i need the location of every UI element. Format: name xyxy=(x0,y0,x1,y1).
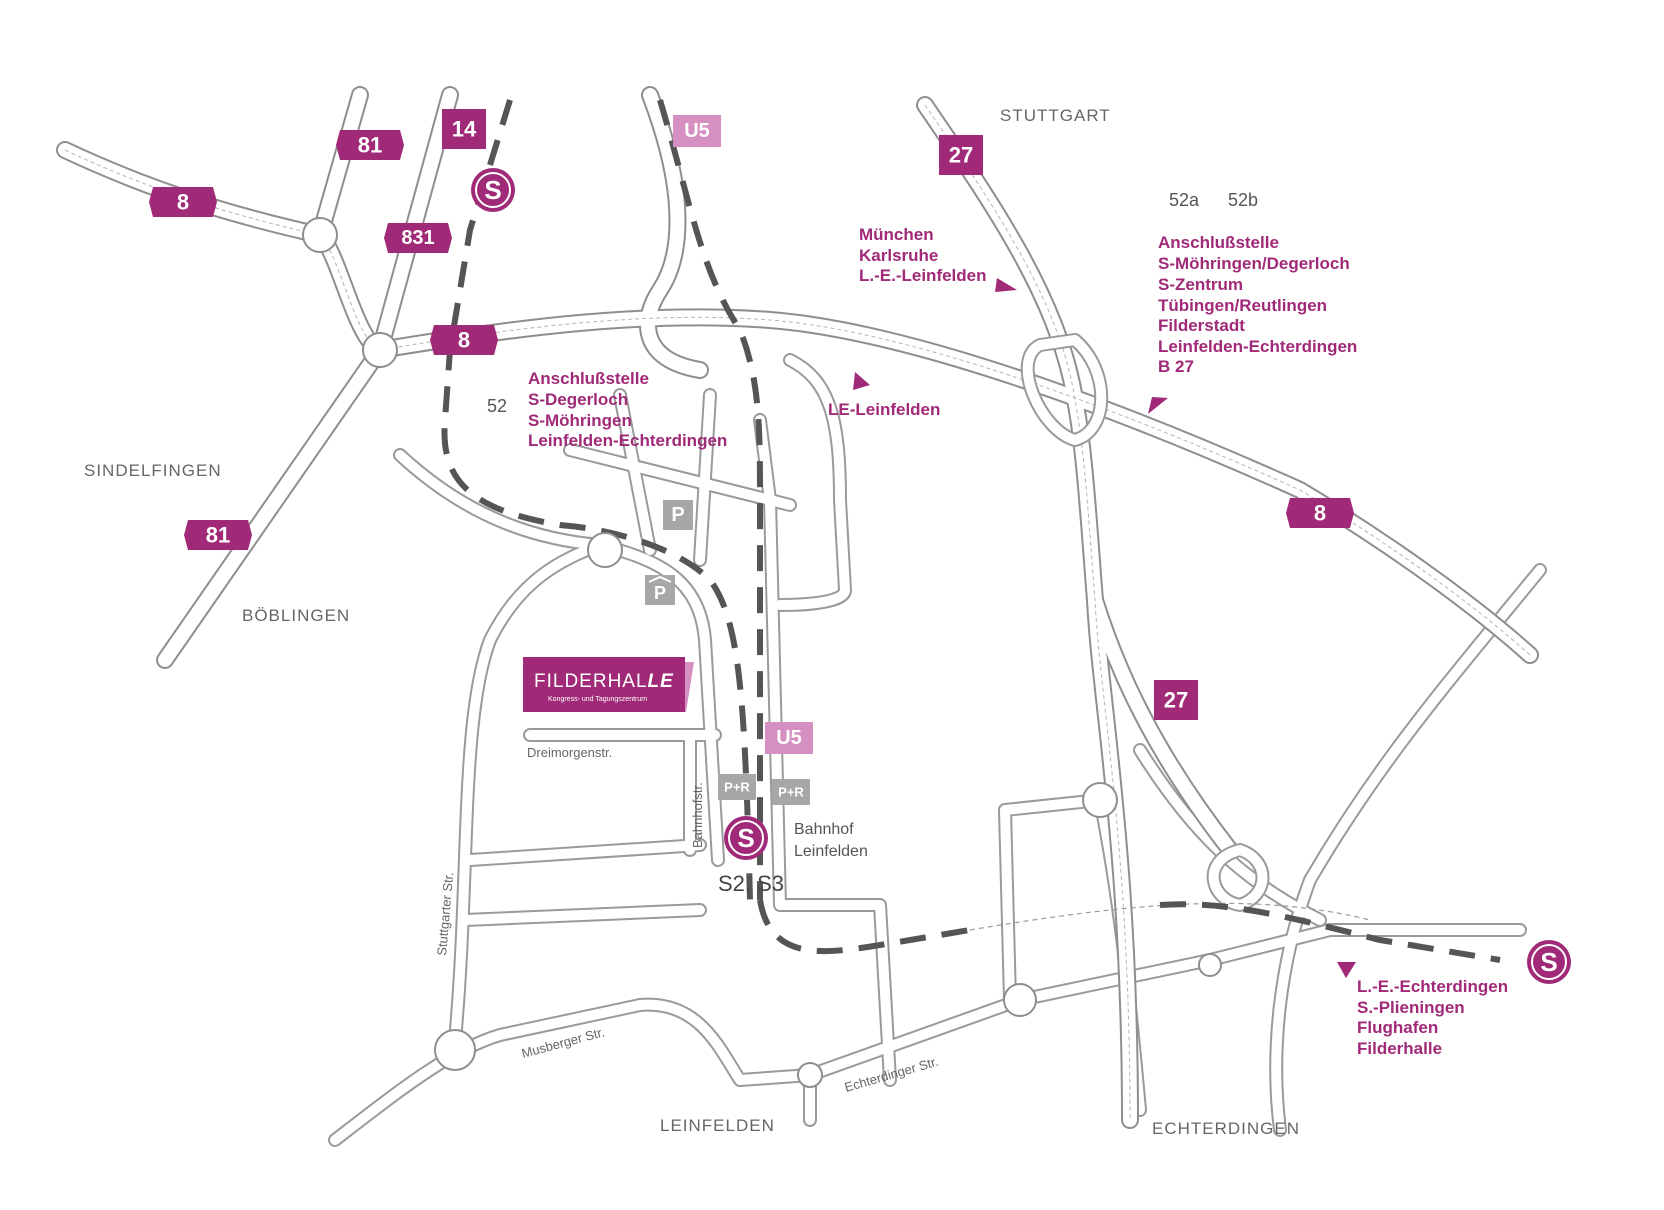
svg-text:14: 14 xyxy=(452,117,477,142)
svg-text:P: P xyxy=(654,583,666,603)
svg-text:L.-E.-Echterdingen: L.-E.-Echterdingen xyxy=(1357,977,1508,996)
svg-text:München: München xyxy=(859,225,934,244)
svg-text:S-Zentrum: S-Zentrum xyxy=(1158,275,1243,294)
svg-text:8: 8 xyxy=(458,328,470,353)
svg-text:Leinfelden-Echterdingen: Leinfelden-Echterdingen xyxy=(1158,337,1357,356)
svg-text:S: S xyxy=(484,175,501,205)
street-stuttgarter: Stuttgarter Str. xyxy=(434,871,456,956)
svg-text:Karlsruhe: Karlsruhe xyxy=(859,246,938,265)
b14-shield: 14 xyxy=(442,109,486,149)
svg-text:P: P xyxy=(671,504,684,526)
svg-text:8: 8 xyxy=(177,190,189,215)
destinations-west: Anschlußstelle S-Degerloch S-Möhringen L… xyxy=(528,369,727,450)
svg-text:81: 81 xyxy=(358,133,382,158)
svg-text:Anschlußstelle: Anschlußstelle xyxy=(1158,233,1279,252)
svg-text:S: S xyxy=(737,823,754,853)
b81-shield-south: 81 xyxy=(184,520,252,550)
destinations-center: München Karlsruhe L.-E.-Leinfelden xyxy=(859,225,987,285)
svg-text:B 27: B 27 xyxy=(1158,357,1194,376)
destinations-south: L.-E.-Echterdingen S.-Plieningen Flughaf… xyxy=(1357,977,1508,1058)
exit-52b: 52b xyxy=(1228,190,1258,210)
exit-52a: 52a xyxy=(1169,190,1200,210)
rail-lines xyxy=(441,99,1501,963)
a8-shield-east: 8 xyxy=(1286,498,1354,528)
arrow-le-leinfelden xyxy=(853,372,870,390)
s-bahn-north-line xyxy=(441,99,753,901)
s-bahn-airport-line xyxy=(757,899,971,955)
road-shields: 8 8 8 81 81 831 14 27 xyxy=(149,109,1354,720)
svg-text:831: 831 xyxy=(401,227,434,249)
svg-text:S-Möhringen: S-Möhringen xyxy=(528,411,632,430)
svg-text:P+R: P+R xyxy=(778,785,804,800)
arrow-east xyxy=(1148,397,1168,414)
svg-text:27: 27 xyxy=(949,143,973,168)
u5-line xyxy=(657,99,763,900)
logo-name: FILDERHAL xyxy=(534,671,648,692)
svg-text:S.-Plieningen: S.-Plieningen xyxy=(1357,998,1465,1017)
city-labels: STUTTGART SINDELFINGEN BÖBLINGEN LEINFEL… xyxy=(84,106,1300,1138)
u5-icon-north: U5 xyxy=(673,115,721,147)
b831-shield: 831 xyxy=(384,223,452,253)
u5-icon-south: U5 xyxy=(765,722,813,754)
exit-numbers: 52 52a 52b xyxy=(487,190,1258,416)
filderhalle-logo: FILDERHALLE Kongress- und Tagungszentrum xyxy=(523,657,694,712)
station-label-line2: Leinfelden xyxy=(794,843,868,860)
city-boeblingen: BÖBLINGEN xyxy=(242,606,350,625)
arrow-south xyxy=(1337,962,1356,978)
svg-text:Tübingen/Reutlingen: Tübingen/Reutlingen xyxy=(1158,296,1327,315)
a8-shield-west: 8 xyxy=(149,187,217,217)
svg-text:27: 27 xyxy=(1164,688,1188,713)
parking-icon: P xyxy=(663,500,693,530)
s-bahn-icon-north: S xyxy=(471,168,515,212)
b81-shield-north: 81 xyxy=(336,130,404,160)
svg-text:8: 8 xyxy=(1314,501,1326,526)
arrow-center xyxy=(995,278,1017,292)
parking-garage-icon: P xyxy=(645,575,675,605)
park-ride-icon-east: P+R xyxy=(772,779,810,805)
svg-text:Filderhalle: Filderhalle xyxy=(1357,1039,1442,1058)
svg-text:L.-E.-Leinfelden: L.-E.-Leinfelden xyxy=(859,266,987,285)
logo-tagline: Kongress- und Tagungszentrum xyxy=(548,696,647,703)
s-bahn-icon-leinfelden: S xyxy=(724,816,768,860)
svg-text:S-Degerloch: S-Degerloch xyxy=(528,390,628,409)
svg-text:Filderstadt: Filderstadt xyxy=(1158,316,1245,335)
svg-text:U5: U5 xyxy=(684,120,710,142)
s-line-label: S2, S3 xyxy=(718,871,784,896)
city-sindelfingen: SINDELFINGEN xyxy=(84,461,222,480)
city-stuttgart: STUTTGART xyxy=(1000,106,1111,125)
destination-le-leinfelden: LE-Leinfelden xyxy=(828,400,940,419)
svg-text:Anschlußstelle: Anschlußstelle xyxy=(528,369,649,388)
transit-badges: S S S U5 U5 P P P+ xyxy=(471,115,1571,984)
svg-text:81: 81 xyxy=(206,523,230,548)
b27-shield-north: 27 xyxy=(939,135,983,175)
svg-text:S-Möhringen/Degerloch: S-Möhringen/Degerloch xyxy=(1158,254,1350,273)
svg-text:S: S xyxy=(1540,947,1557,977)
svg-text:Leinfelden-Echterdingen: Leinfelden-Echterdingen xyxy=(528,431,727,450)
street-dreimorgen: Dreimorgenstr. xyxy=(527,745,612,760)
station-label-line1: Bahnhof xyxy=(794,821,854,838)
street-bahnhof: Bahnhofstr. xyxy=(690,782,705,848)
destinations-east: Anschlußstelle S-Möhringen/Degerloch S-Z… xyxy=(1158,233,1357,376)
roundabouts xyxy=(302,217,1222,1088)
s-bahn-icon-east: S xyxy=(1527,940,1571,984)
city-echterdingen: ECHTERDINGEN xyxy=(1152,1119,1300,1138)
tunnel-line xyxy=(969,902,1371,931)
svg-text:Flughafen: Flughafen xyxy=(1357,1018,1438,1037)
b27-shield-south: 27 xyxy=(1154,680,1198,720)
svg-text:FILDERHALLE: FILDERHALLE xyxy=(534,671,674,692)
exit-52: 52 xyxy=(487,396,507,416)
logo-name-bold: LE xyxy=(648,671,675,692)
svg-text:U5: U5 xyxy=(776,727,802,749)
direction-arrows xyxy=(853,278,1356,978)
park-ride-icon-west: P+R xyxy=(718,774,756,800)
svg-text:P+R: P+R xyxy=(724,780,750,795)
a8-shield-center: 8 xyxy=(430,325,498,355)
city-leinfelden: LEINFELDEN xyxy=(660,1116,775,1135)
